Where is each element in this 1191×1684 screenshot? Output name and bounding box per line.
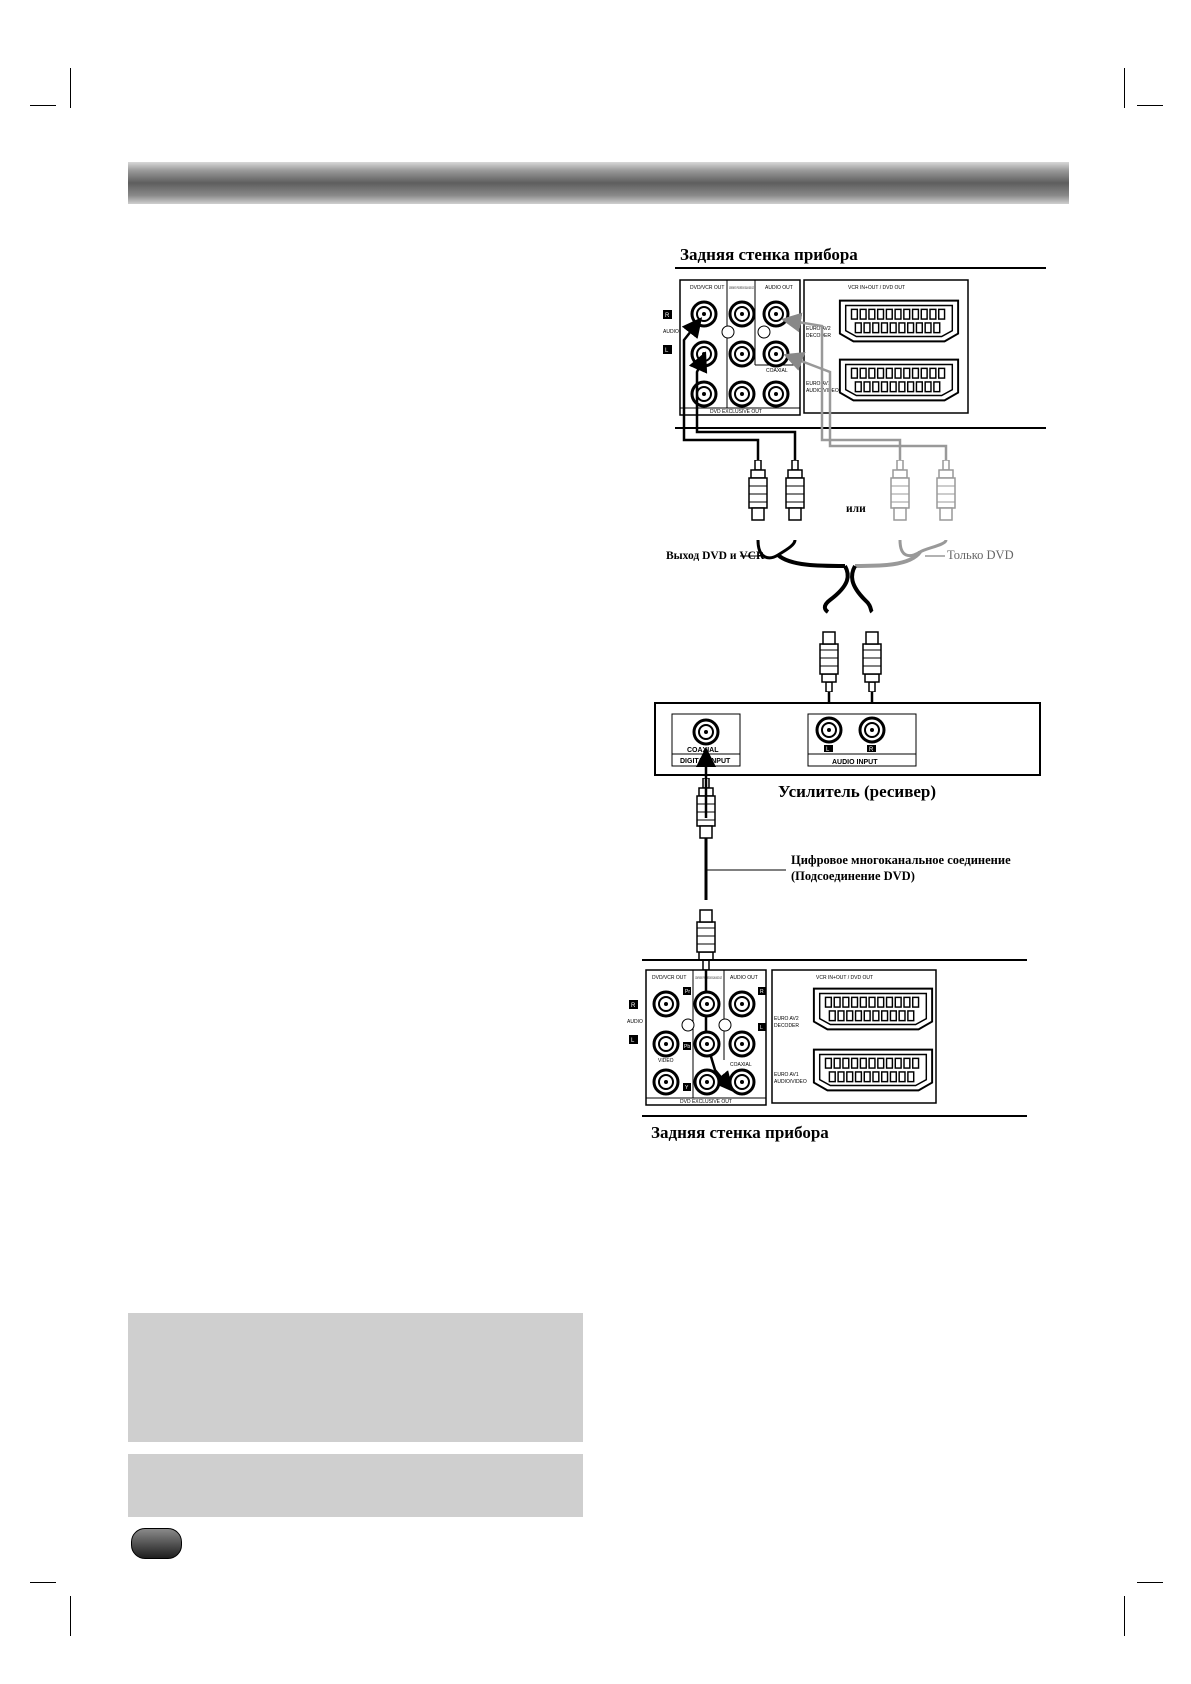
top-rear-panel: DVD/VCR OUT COMPONENT / PROGRESSIVE SCAN…	[663, 267, 1046, 429]
y-label: Y	[685, 1085, 689, 1091]
euro-av2-label: EURO AV2	[774, 1016, 799, 1022]
coaxial-label: COAXIAL	[730, 1062, 752, 1068]
bottom-panel-title: Задняя стенка прибора	[651, 1123, 829, 1142]
audio-out-label: AUDIO OUT	[730, 975, 758, 981]
amp-r-label: R	[869, 747, 874, 753]
audio-out-label: AUDIO OUT	[765, 285, 793, 291]
top-panel-title: Задняя стенка прибора	[680, 245, 858, 264]
l-label: L	[760, 1025, 763, 1031]
vcr-in-out-label: VCR IN+OUT / DVD OUT	[848, 285, 905, 291]
audio-video-label: AUDIO/VIDEO	[774, 1079, 807, 1085]
dvd-vcr-out-label: DVD/VCR OUT	[652, 975, 686, 981]
euro-av1-label: EURO AV1	[806, 381, 831, 387]
coaxial-label: COAXIAL	[766, 368, 788, 374]
section-header-bar	[128, 162, 1069, 204]
euro-av1-label: EURO AV1	[774, 1072, 799, 1078]
crop-mark	[70, 1596, 71, 1636]
crop-mark	[1137, 105, 1163, 106]
l-label: L	[665, 348, 669, 354]
r-label: R	[665, 313, 670, 319]
crop-mark	[1124, 1596, 1125, 1636]
amp-l-label: L	[826, 747, 830, 753]
dvd-only-cable	[781, 312, 948, 460]
crop-mark	[30, 1582, 56, 1583]
digital-connection-label: Цифровое многоканальное соединение	[791, 853, 1011, 867]
note-box	[128, 1313, 583, 1442]
note-box	[128, 1454, 583, 1517]
crop-mark	[1137, 1582, 1163, 1583]
l-label: L	[631, 1038, 635, 1044]
audio-label: AUDIO	[627, 1019, 643, 1025]
component-label: COMPONENT / PROGRESSIVE SCAN VIDEO OUT	[729, 285, 754, 290]
decoder-label: DECODER	[806, 333, 831, 339]
dvd-vcr-cable	[681, 317, 797, 460]
pr-label: Pr	[685, 989, 690, 995]
digital-connection-sublabel: (Подсоединение DVD)	[791, 869, 915, 883]
euro-av2-label: EURO AV2	[806, 326, 831, 332]
vcr-in-out-label: VCR IN+OUT / DVD OUT	[816, 975, 873, 981]
crop-mark	[70, 68, 71, 108]
crop-mark	[1124, 68, 1125, 108]
amp-coaxial-label: COAXIAL	[687, 747, 719, 754]
r-label: R	[631, 1003, 636, 1009]
dvd-exclusive-out-label: DVD EXCLUSIVE OUT	[680, 1099, 732, 1105]
page-number-tab	[131, 1528, 182, 1559]
amplifier-panel: COAXIAL DIGITAL INPUT L R AUDIO INPUT	[654, 702, 1041, 776]
dvd-exclusive-out-label: DVD EXCLUSIVE OUT	[710, 409, 762, 415]
bottom-rear-panel: DVD/VCR OUT COMPONENT / PROGRESSIVE SCAN…	[627, 959, 1027, 1117]
amp-audio-input-label: AUDIO INPUT	[832, 759, 878, 766]
dvd-vcr-out-label: DVD/VCR OUT	[690, 285, 724, 291]
crop-mark	[30, 105, 56, 106]
video-label: VIDEO	[658, 1058, 674, 1064]
or-label: или	[846, 503, 866, 515]
cable-right-label: Только DVD	[947, 548, 1014, 562]
cable-left-label: Выход DVD и VCR	[666, 550, 765, 562]
amplifier-label: Усилитель (ресивер)	[778, 782, 937, 801]
r-label: R	[760, 989, 764, 995]
decoder-label: DECODER	[774, 1023, 799, 1029]
audio-label: AUDIO	[663, 329, 679, 335]
pb-label: Pb	[684, 1044, 690, 1050]
component-label: COMPONENT / PROGRESSIVE SCAN VIDEO OUT	[695, 975, 722, 980]
